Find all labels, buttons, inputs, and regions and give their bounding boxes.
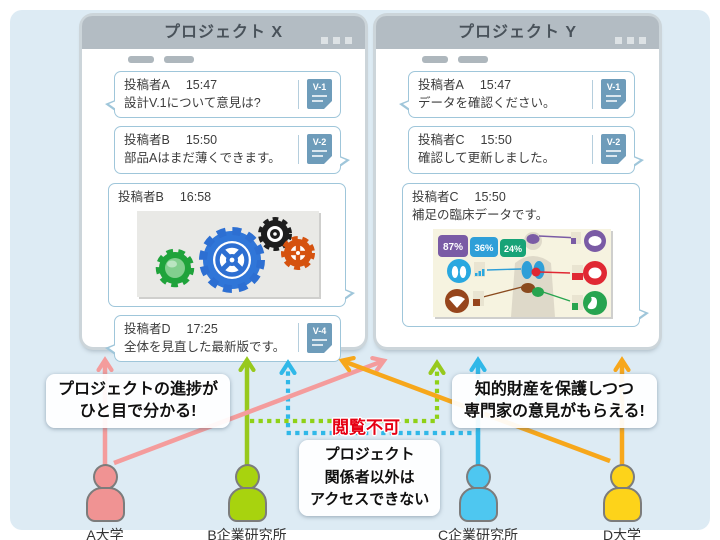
message-author: 投稿者C bbox=[412, 189, 459, 204]
project-y-window: プロジェクト Y 投稿者A 15:47 データを確認ください。 V-1 投稿者C 1… bbox=[376, 16, 659, 347]
actor-a-university: A大学 bbox=[83, 464, 127, 540]
stat-badge-green: 24% bbox=[499, 238, 526, 257]
document-attachment-icon[interactable]: V-1 bbox=[601, 79, 626, 110]
message-author: 投稿者C bbox=[418, 133, 465, 148]
toolbar-pill bbox=[458, 56, 488, 63]
message-text: 全体を見直した最新版です。 bbox=[124, 339, 286, 354]
liver-organ bbox=[520, 282, 535, 293]
message-author: 投稿者D bbox=[124, 321, 171, 336]
project-x-title: プロジェクト X bbox=[163, 24, 284, 41]
project-y-title: プロジェクト Y bbox=[457, 24, 578, 41]
actor-label: C企業研究所 bbox=[437, 527, 519, 540]
svg-text:87%: 87% bbox=[442, 242, 462, 253]
actor-b-corporate-lab: B企業研究所 bbox=[207, 464, 287, 540]
stomach-icon bbox=[571, 290, 607, 315]
clinical-data-image[interactable]: 87% 36% 24% bbox=[432, 228, 611, 317]
message-bubble: 投稿者C 15:50 確認して更新しました。 V-2 bbox=[408, 126, 644, 174]
black-gear-icon bbox=[257, 216, 292, 251]
actor-label: A大学 bbox=[86, 527, 124, 540]
svg-text:24%: 24% bbox=[503, 244, 521, 254]
divider bbox=[592, 79, 593, 109]
heart-icon bbox=[571, 260, 607, 285]
actor-d-university: D大学 bbox=[600, 464, 644, 540]
message-text: 補足の臨床データです。 bbox=[412, 207, 549, 222]
stomach-organ bbox=[531, 286, 544, 297]
divider bbox=[298, 79, 299, 109]
document-attachment-icon[interactable]: V-2 bbox=[601, 134, 626, 165]
toolbar-placeholder bbox=[422, 56, 659, 63]
message-time: 15:47 bbox=[479, 78, 512, 92]
heart-organ bbox=[531, 267, 540, 277]
message-time: 17:25 bbox=[186, 321, 218, 336]
window-menu-icon[interactable] bbox=[615, 37, 646, 44]
message-author: 投稿者B bbox=[118, 189, 164, 204]
message-bubble: 投稿者C 15:50 補足の臨床データです。 bbox=[402, 182, 649, 327]
message-bubble: 投稿者A 15:47 設計V.1について意見は? V-1 bbox=[105, 71, 341, 119]
green-gear-icon bbox=[155, 248, 194, 287]
document-attachment-icon[interactable]: V-1 bbox=[307, 79, 332, 110]
divider bbox=[592, 134, 593, 164]
actor-label: D大学 bbox=[602, 527, 642, 540]
actor-label: B企業研究所 bbox=[207, 527, 287, 540]
arrow-b-blocked-from-project-y bbox=[249, 364, 437, 424]
stat-badge-blue: 36% bbox=[469, 236, 498, 257]
stat-badge-purple: 87% bbox=[437, 234, 468, 257]
blue-gear-icon bbox=[198, 226, 265, 293]
message-text: 設計V.1について意見は? bbox=[124, 96, 261, 111]
message-text: 部品Aはまだ薄くできます。 bbox=[124, 151, 281, 166]
document-attachment-icon[interactable]: V-4 bbox=[307, 322, 332, 353]
message-bubble: 投稿者B 15:50 部品Aはまだ薄くできます。 V-2 bbox=[114, 126, 350, 174]
callout-access-restricted: プロジェクト 関係者以外は アクセスできない bbox=[299, 440, 441, 516]
toolbar-pill bbox=[128, 56, 154, 63]
liver-icon bbox=[444, 288, 484, 313]
message-time: 15:50 bbox=[474, 189, 506, 204]
callout-progress-visible: プロジェクトの進捗が ひと目で分かる! bbox=[46, 374, 231, 429]
brain-organ bbox=[526, 233, 539, 244]
actor-c-corporate-lab: C企業研究所 bbox=[438, 464, 518, 540]
message-author: 投稿者A bbox=[418, 78, 464, 92]
message-text: データを確認ください。 bbox=[418, 96, 556, 111]
orange-gear-icon bbox=[280, 235, 315, 270]
lung-organ bbox=[521, 260, 532, 279]
divider bbox=[298, 323, 299, 353]
message-bubble: 投稿者B 16:58 bbox=[108, 182, 355, 307]
message-bubble: 投稿者D 17:25 全体を見直した最新版です。 V-4 bbox=[105, 314, 341, 362]
lungs-icon bbox=[446, 258, 485, 283]
toolbar-placeholder bbox=[128, 56, 365, 63]
svg-text:36%: 36% bbox=[474, 243, 494, 254]
label-viewing-not-allowed: 閲覧不可 bbox=[332, 418, 400, 437]
project-x-titlebar: プロジェクト X bbox=[82, 16, 365, 49]
message-author: 投稿者A bbox=[124, 78, 170, 92]
message-time: 15:50 bbox=[185, 133, 218, 148]
message-text: 確認して更新しました。 bbox=[418, 151, 556, 166]
message-author: 投稿者B bbox=[124, 133, 170, 148]
message-bubble: 投稿者A 15:47 データを確認ください。 V-1 bbox=[399, 71, 635, 119]
divider bbox=[298, 134, 299, 164]
arrow-c-blocked-from-project-x bbox=[288, 364, 481, 436]
project-y-titlebar: プロジェクト Y bbox=[376, 16, 659, 49]
message-time: 16:58 bbox=[179, 189, 212, 204]
project-x-window: プロジェクト X 投稿者A 15:47 設計V.1について意見は? V-1 投稿者… bbox=[82, 16, 365, 362]
window-menu-icon[interactable] bbox=[321, 37, 352, 44]
message-time: 15:50 bbox=[480, 133, 512, 148]
toolbar-pill bbox=[422, 56, 448, 63]
document-attachment-icon[interactable]: V-2 bbox=[307, 134, 332, 165]
toolbar-pill bbox=[164, 56, 194, 63]
brain-icon bbox=[570, 229, 606, 252]
message-time: 15:47 bbox=[185, 78, 218, 92]
callout-ip-protection: 知的財産を保護しつつ 専門家の意見がもらえる! bbox=[452, 374, 657, 429]
gears-image[interactable] bbox=[136, 210, 319, 297]
arrow-a-to-project-y bbox=[113, 361, 383, 466]
